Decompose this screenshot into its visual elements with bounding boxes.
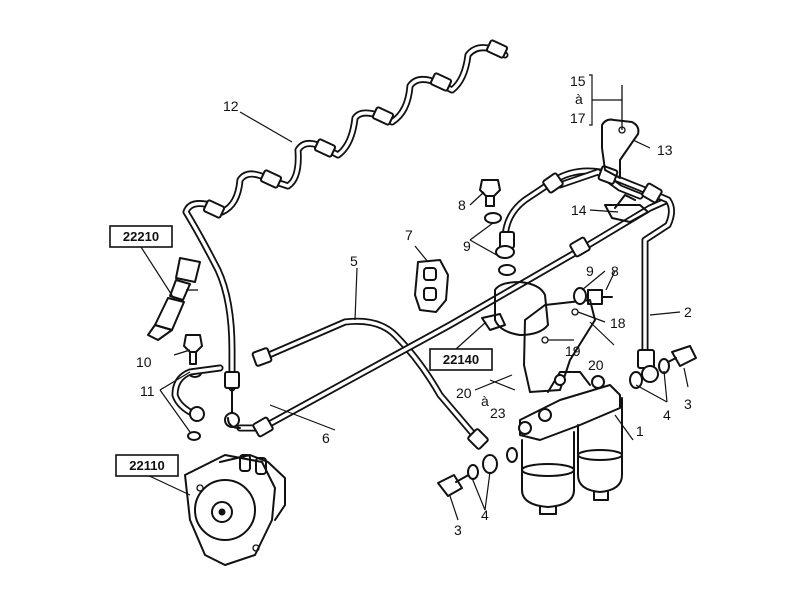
reference-22140: 22140 bbox=[443, 352, 479, 367]
callout-8-right: 8 bbox=[611, 263, 619, 279]
bolt-washer-right bbox=[573, 287, 613, 305]
callout-labels: 1 2 3 3 4 4 5 6 7 8 8 9 9 10 11 12 13 14… bbox=[136, 73, 692, 538]
callout-17: 17 bbox=[570, 110, 586, 126]
callout-4-lower: 4 bbox=[481, 507, 489, 523]
callout-8-upper: 8 bbox=[458, 197, 466, 213]
callout-6: 6 bbox=[322, 430, 330, 446]
feed-pipe-6 bbox=[227, 196, 672, 438]
injection-pipe-harness bbox=[182, 39, 509, 428]
callout-2: 2 bbox=[684, 304, 692, 320]
callout-4-right: 4 bbox=[663, 407, 671, 423]
callout-12: 12 bbox=[223, 98, 239, 114]
callout-23: 23 bbox=[490, 405, 506, 421]
callout-10: 10 bbox=[136, 354, 152, 370]
reference-box-22110: 22110 bbox=[115, 454, 179, 477]
callout-9-upper: 9 bbox=[463, 238, 471, 254]
callout-7: 7 bbox=[405, 227, 413, 243]
banjo-bolt-right bbox=[629, 345, 697, 389]
leader-lines bbox=[140, 74, 689, 521]
pipe-clip-7 bbox=[414, 259, 449, 313]
bracket-13 bbox=[601, 85, 640, 179]
callout-3-right: 3 bbox=[684, 396, 692, 412]
pipe-union-nuts bbox=[202, 39, 509, 389]
callout-1: 1 bbox=[636, 423, 644, 439]
filter-head-bracket bbox=[481, 281, 596, 393]
callout-11: 11 bbox=[140, 383, 155, 399]
callout-15-a: à bbox=[575, 91, 583, 107]
reference-box-22140: 22140 bbox=[429, 348, 493, 371]
return-pipe-5 bbox=[251, 317, 489, 450]
callout-20-right: 20 bbox=[588, 357, 604, 373]
callout-13: 13 bbox=[657, 142, 673, 158]
reference-22210: 22210 bbox=[123, 229, 159, 244]
upper-pipes bbox=[499, 165, 675, 383]
reference-22110: 22110 bbox=[129, 458, 164, 473]
callout-5: 5 bbox=[350, 253, 358, 269]
clamp-14 bbox=[604, 194, 649, 223]
bolt-10-washers-11 bbox=[171, 334, 224, 441]
callout-15: 15 bbox=[570, 73, 586, 89]
injection-pump bbox=[184, 454, 286, 566]
callout-18: 18 bbox=[610, 315, 626, 331]
banjo-bolt-lower bbox=[437, 447, 518, 497]
callout-14: 14 bbox=[571, 202, 587, 218]
callout-9-right: 9 bbox=[586, 263, 594, 279]
callout-20-a: à bbox=[481, 393, 489, 409]
callout-19: 19 bbox=[565, 343, 581, 359]
reference-box-22210: 22210 bbox=[109, 225, 173, 248]
banjo-bolt-upper bbox=[479, 179, 516, 276]
injector bbox=[147, 257, 201, 341]
callout-20-lower: 20 bbox=[456, 385, 472, 401]
twin-fuel-filter bbox=[518, 371, 623, 515]
callout-3-lower: 3 bbox=[454, 522, 462, 538]
